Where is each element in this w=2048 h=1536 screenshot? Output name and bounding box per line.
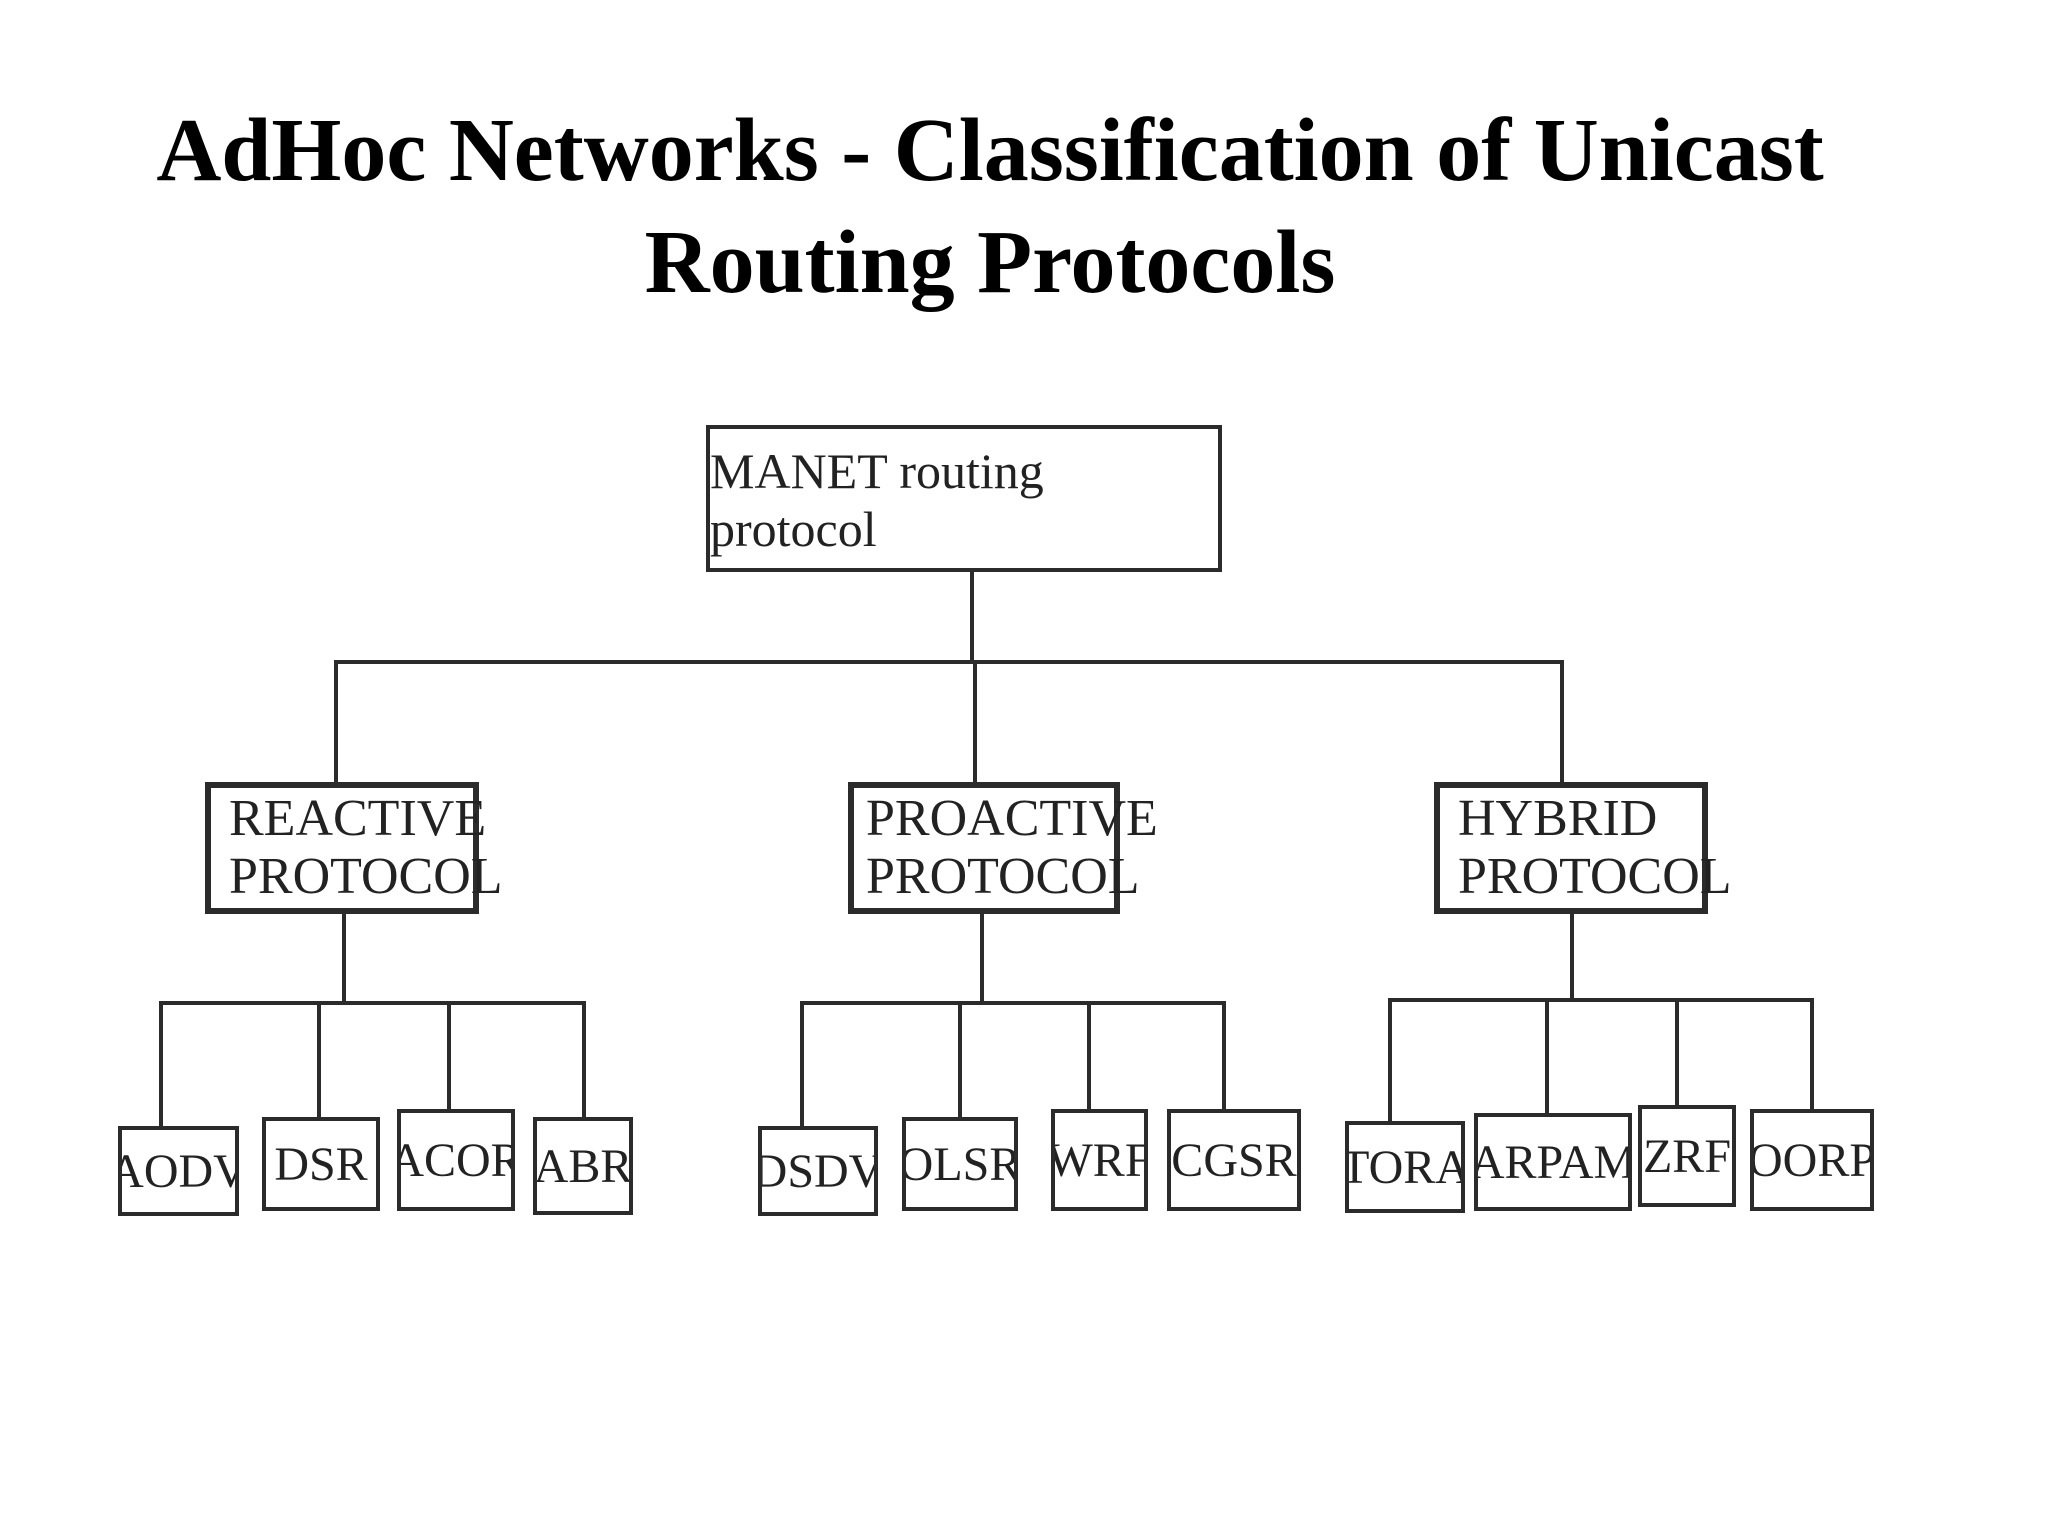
proactive-label-line-2: PROTOCOL xyxy=(866,848,1140,905)
leaf-label: TORA xyxy=(1345,1140,1465,1194)
leaf-label: WRF xyxy=(1051,1133,1148,1187)
title-line-2: Routing Protocols xyxy=(644,213,1336,312)
leaf-label: ARPAM xyxy=(1474,1135,1632,1189)
leaf-node-arpam: ARPAM xyxy=(1474,1113,1632,1211)
leaf-node-zrf: ZRF xyxy=(1638,1105,1736,1207)
leaf-label: ZRF xyxy=(1642,1129,1732,1183)
leaf-node-oorp: OORP xyxy=(1750,1109,1874,1211)
proactive-label-line-1: PROACTIVE xyxy=(866,790,1158,847)
leaf-node-dsr: DSR xyxy=(262,1117,380,1211)
title-line-1: AdHoc Networks - Classification of Unica… xyxy=(156,101,1824,200)
leaf-node-cgsr: CGSR xyxy=(1167,1109,1301,1211)
hybrid-label-line-1: HYBRID xyxy=(1458,790,1658,847)
hybrid-label-line-2: PROTOCOL xyxy=(1458,848,1732,905)
category-node-proactive: PROACTIVE PROTOCOL xyxy=(848,782,1158,914)
root-node: MANET routing protocol xyxy=(706,425,1222,572)
reactive-label-line-2: PROTOCOL xyxy=(229,848,503,905)
reactive-label-line-1: REACTIVE xyxy=(229,790,487,847)
leaf-node-wrf: WRF xyxy=(1051,1109,1148,1211)
leaf-node-tora: TORA xyxy=(1345,1121,1465,1213)
leaf-label: CGSR xyxy=(1171,1133,1297,1187)
leaf-label: OORP xyxy=(1750,1133,1874,1187)
leaf-label: OLSR xyxy=(902,1137,1018,1191)
slide-title: AdHoc Networks - Classification of Unica… xyxy=(0,95,1980,319)
leaf-node-acor: ACOR xyxy=(397,1109,515,1211)
leaf-node-abr: ABR xyxy=(533,1117,633,1215)
category-node-reactive: REACTIVE PROTOCOL xyxy=(205,782,503,914)
root-label: MANET routing protocol xyxy=(710,442,1044,557)
leaf-node-aodv: AODV xyxy=(118,1126,239,1216)
leaf-label: ACOR xyxy=(401,1133,511,1187)
leaf-node-dsdv: DSDV xyxy=(758,1126,878,1216)
leaf-label: DSR xyxy=(274,1137,368,1191)
leaf-label: DSDV xyxy=(758,1144,878,1198)
category-node-hybrid: HYBRID PROTOCOL xyxy=(1434,782,1732,914)
leaf-node-olsr: OLSR xyxy=(902,1117,1018,1211)
leaf-label: ABR xyxy=(533,1139,633,1193)
leaf-label: AODV xyxy=(122,1144,235,1198)
